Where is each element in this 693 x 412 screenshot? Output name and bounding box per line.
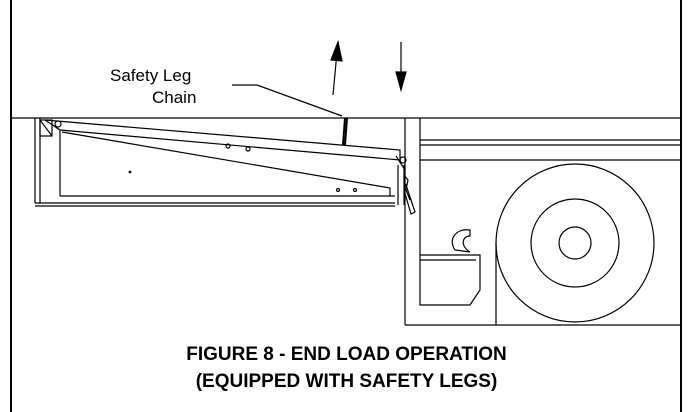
chain-label: Chain — [152, 88, 197, 107]
leveler-pit — [34, 118, 395, 207]
rear-hinge — [39, 119, 62, 137]
truck-hook — [451, 229, 471, 253]
safety-leg-chain — [342, 117, 348, 146]
truck-wheel — [495, 163, 655, 325]
truck — [404, 117, 682, 326]
figure-frame — [10, 0, 682, 412]
callout-leader — [232, 84, 343, 117]
figure-caption-line2: (EQUIPPED WITH SAFETY LEGS) — [195, 371, 498, 392]
up-arrow-icon — [330, 39, 343, 96]
figure-caption-line1: FIGURE 8 - END LOAD OPERATION — [186, 344, 507, 365]
truck-bumper — [419, 254, 481, 306]
lip-assembly — [395, 155, 416, 215]
down-arrow-icon — [395, 42, 407, 93]
safety-leg-label: Safety Leg — [110, 66, 192, 85]
